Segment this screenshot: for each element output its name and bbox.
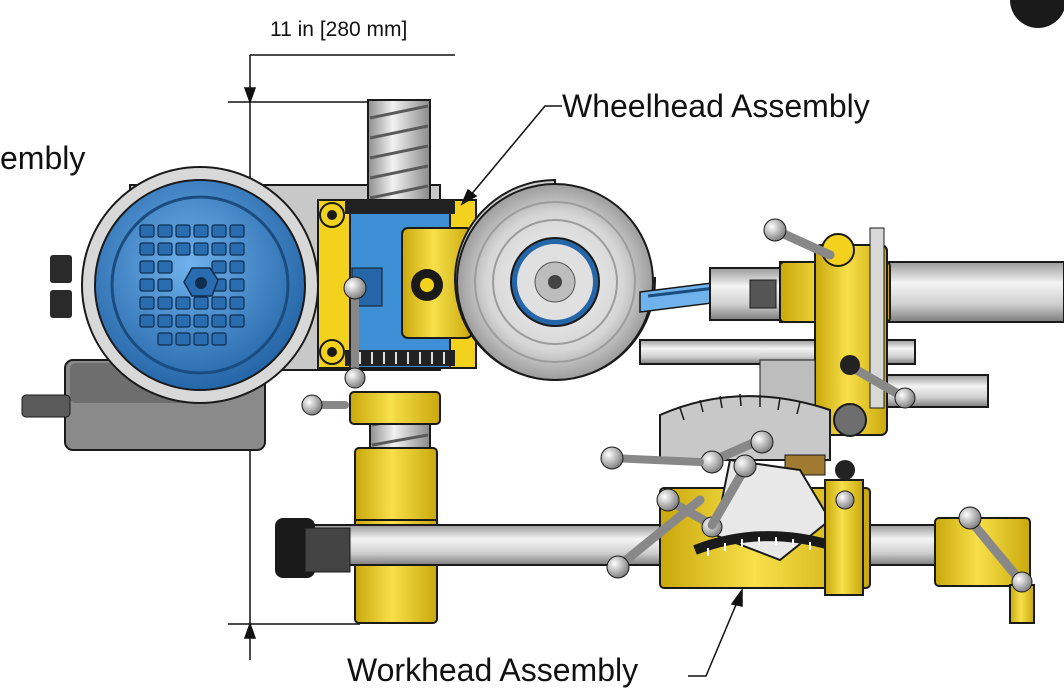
motor-assembly-label-partial: embly (0, 140, 86, 176)
right-holder (639, 227, 1064, 437)
dimension-label: 11 in [280 mm] (270, 18, 408, 41)
right-end-block (934, 506, 1035, 624)
workhead-block (600, 393, 871, 596)
wheelhead-block (317, 199, 477, 369)
lever-handle-icon (301, 218, 916, 416)
drill-bit (639, 267, 781, 321)
grinding-wheel-icon (454, 178, 657, 381)
motor-fan-grille-icon (81, 166, 319, 404)
workhead-assembly-label: Workhead Assembly (347, 652, 639, 688)
vertical-column (367, 99, 431, 461)
leader-lines (460, 105, 743, 677)
wheelhead-assembly-label: Wheelhead Assembly (562, 88, 870, 124)
